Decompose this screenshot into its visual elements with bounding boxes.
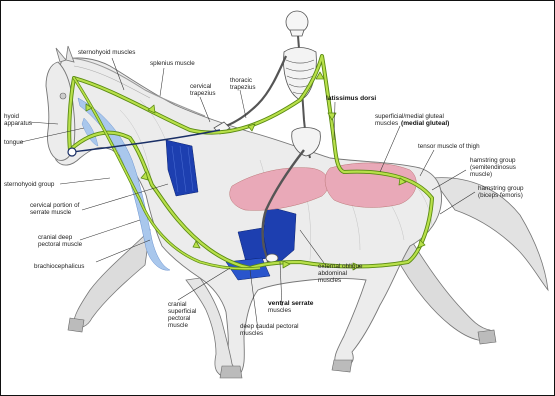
label-sternohyoid-group: sternohyoid group — [4, 181, 55, 188]
horse-eye — [60, 93, 66, 99]
bit-ring — [68, 148, 76, 156]
label-thoracic-trapezius-1: thoracic — [230, 77, 252, 84]
rider-ribcage — [284, 48, 317, 101]
label-tensor-thigh: tensor muscle of thigh — [418, 143, 480, 150]
label-cranial-superficial-2: superficial — [168, 308, 196, 315]
label-ventral-serrate-2: muscles — [268, 307, 291, 314]
label-ext-oblique-2: abdominal — [318, 270, 347, 277]
label-hamstring-1: hamstring group — [470, 157, 516, 164]
hoof — [220, 366, 242, 378]
label-cranial-superficial-1: cranial — [168, 301, 187, 308]
label-splenius: splenius muscle — [150, 60, 195, 67]
label-cranial-deep-pectoral-1: cranial deep — [38, 234, 73, 241]
label-ext-oblique-3: muscles — [318, 277, 341, 284]
label-cranial-superficial-3: pectoral — [168, 315, 190, 322]
label-superficial-gluteal-2a: muscles — [375, 120, 398, 127]
label-cranial-deep-pectoral-2: pectoral muscle — [38, 241, 83, 248]
label-cervical-trapezius-1: cervical — [190, 83, 211, 90]
label-deep-caudal-pectoral-2: muscles — [240, 330, 263, 337]
label-hyoid-2: apparatus — [4, 120, 32, 127]
label-cranial-superficial-4: muscle — [168, 322, 188, 329]
label-superficial-gluteal-1: superficial/medial gluteal — [375, 113, 444, 120]
label-hamstring-2: (semitendinosus — [470, 164, 516, 171]
label-latissimus-dorsi: latissimus dorsi — [326, 95, 376, 102]
label-cervical-serrate-1: cervical portion of — [30, 202, 80, 209]
label-thoracic-trapezius-2: trapezius — [230, 84, 256, 91]
label-deep-caudal-pectoral-1: deep caudal pectoral — [240, 323, 298, 330]
label-superficial-gluteal-2b: (medial gluteal) — [401, 120, 449, 127]
label-brachiocephalicus: brachiocephalicus — [34, 263, 84, 270]
label-tongue: tongue — [4, 139, 24, 146]
label-sternohyoid-muscles: sternohyoid muscles — [78, 49, 135, 56]
label-ventral-serrate-1: ventral serrate — [268, 300, 314, 307]
label-hyoid-1: hyoid — [4, 113, 20, 120]
label-cervical-trapezius-2: trapezius — [190, 90, 216, 97]
label-hamstring-biceps-1: hamstring group — [478, 185, 524, 192]
label-hamstring-3: muscle) — [470, 171, 492, 178]
label-cervical-serrate-2: serrate muscle — [30, 209, 72, 216]
ear — [56, 48, 66, 62]
label-ext-oblique-1: external oblique — [318, 263, 363, 270]
label-hamstring-biceps-2: (biceps femoris) — [478, 192, 523, 199]
